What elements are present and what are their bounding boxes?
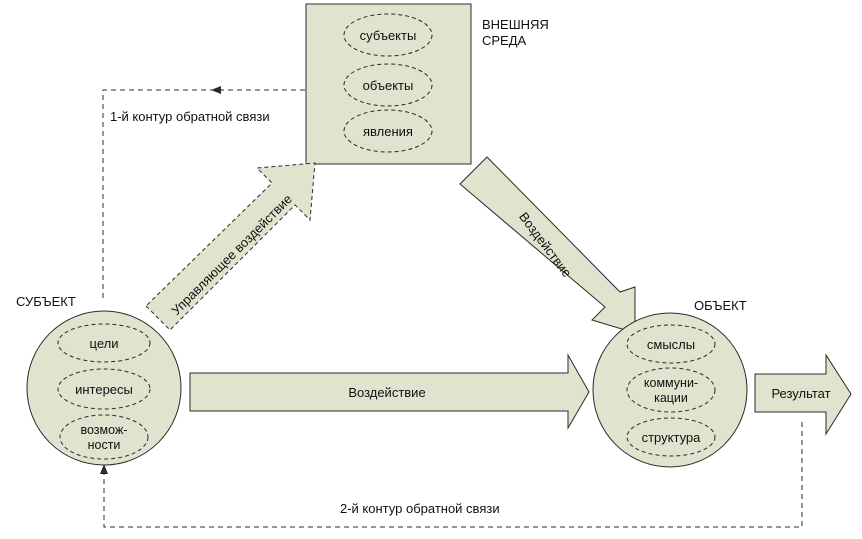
subject-title: СУБЪЕКТ	[16, 294, 76, 309]
object-item-communications-line2: кации	[654, 391, 688, 405]
environment-item-ellipse	[343, 13, 433, 57]
subject-item-ellipse	[57, 323, 151, 363]
subject-item-ellipse	[57, 368, 151, 410]
subject-item-ellipse	[59, 414, 149, 460]
control-action-label: Управляющее воздействие	[168, 191, 295, 318]
object-item-structure: структура	[642, 430, 702, 445]
subject-to-object-arrow: Воздействие	[189, 353, 590, 430]
feedback-loop-1-line	[102, 89, 212, 298]
environment-item-subjects: субъекты	[360, 28, 417, 43]
subject-to-object-label: Воздействие	[348, 385, 425, 400]
object-item-communications-line1: коммуни-	[644, 376, 698, 390]
environment-item-phenomena: явления	[363, 124, 413, 139]
subject-circle: цели интересы возмож- ности	[26, 310, 182, 466]
feedback-loop-2-line	[100, 422, 803, 528]
object-title: ОБЪЕКТ	[694, 298, 747, 313]
object-circle: смыслы коммуни- кации структура	[592, 312, 748, 468]
object-item-ellipse	[626, 417, 716, 457]
result-arrow: Результат	[754, 353, 852, 436]
subject-item-goals: цели	[90, 336, 119, 351]
env-to-object-arrow: Воздействие	[459, 156, 636, 334]
subject-item-interests: интересы	[75, 382, 133, 397]
environment-item-ellipse	[343, 63, 433, 107]
environment-title-line1: ВНЕШНЯЯ	[482, 17, 549, 32]
control-action-arrow: Управляющее воздействие	[145, 162, 316, 331]
feedback-loop-1-label: 1-й контур обратной связи	[110, 109, 270, 124]
environment-title-line2: СРЕДА	[482, 33, 527, 48]
environment-item-ellipse	[343, 109, 433, 153]
subject-item-capabilities-line2: ности	[88, 438, 121, 452]
object-item-meanings: смыслы	[647, 337, 695, 352]
object-item-ellipse	[626, 367, 716, 413]
environment-item-objects: объекты	[363, 78, 414, 93]
feedback-loop-2-label: 2-й контур обратной связи	[340, 501, 500, 516]
environment-box: субъекты объекты явления	[305, 3, 472, 165]
result-label: Результат	[771, 386, 830, 401]
subject-item-capabilities-line1: возмож-	[81, 423, 128, 437]
object-item-ellipse	[626, 324, 716, 364]
